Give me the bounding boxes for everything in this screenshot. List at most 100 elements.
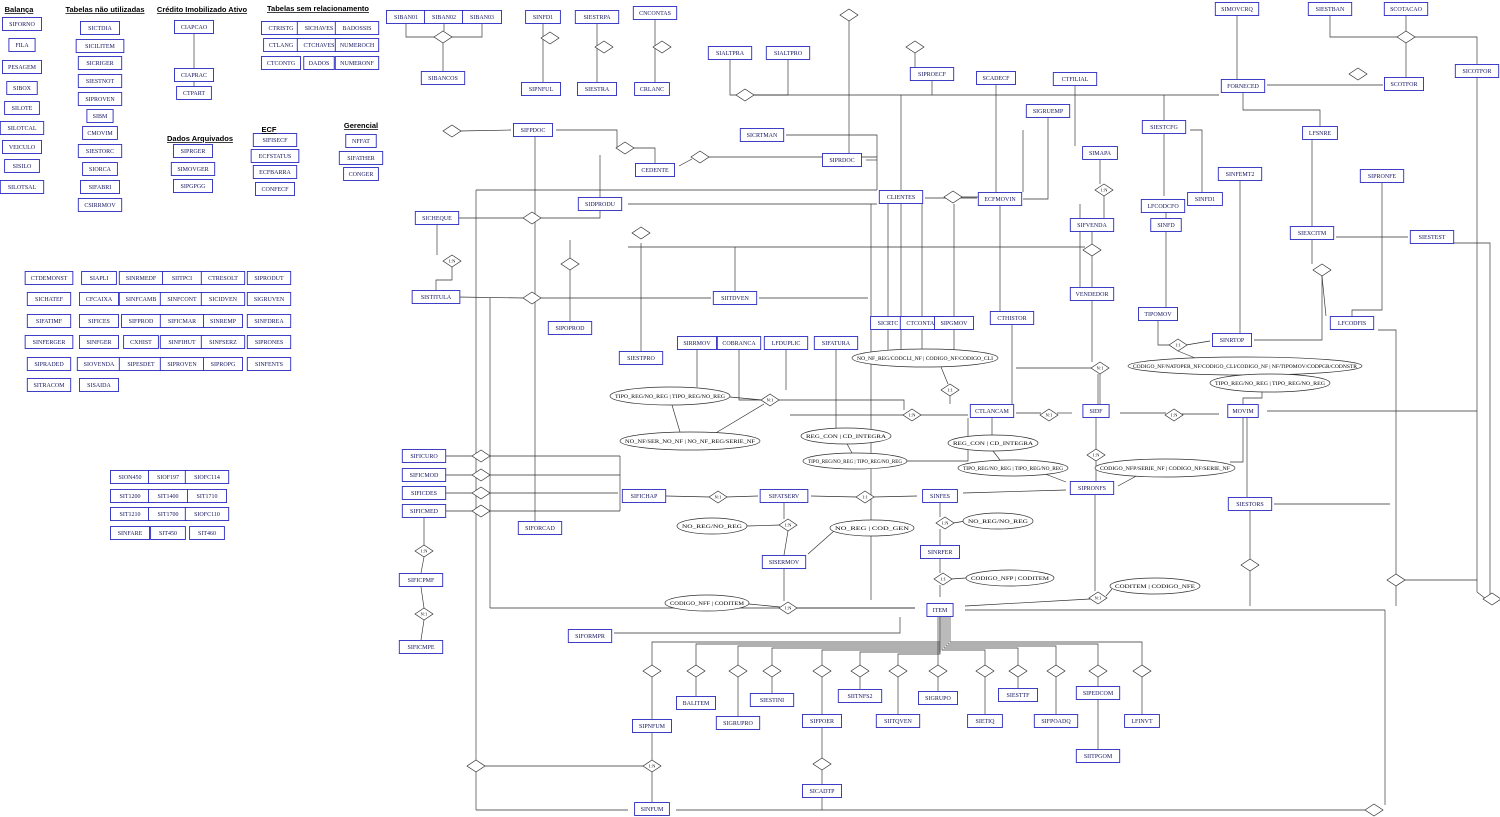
entity-label: SIITPCI [172,276,192,282]
entity-box [398,573,444,587]
entity-dados: DADOS [303,56,335,70]
entity-box [977,192,1023,206]
entity-sipgpgg: SIPGPGG [172,179,213,193]
entity-sinrtop: SINRTOP [1211,333,1252,347]
entity-sigruemp: SIGRUEMP [1025,104,1071,118]
entity-label: SINFD1 [533,15,553,21]
entity-sinfents: SINFENTS [246,357,292,371]
entity-siorca: SIORCA [82,162,118,176]
entity-label: LFCODFIS [1338,321,1366,327]
entity-label: SIESTCFG [1150,125,1178,131]
entity-sictdia: SICTDIA [79,21,120,35]
entity-label: SINFERGER [33,340,66,346]
entity-lfsnre: LFSNRE [1302,126,1338,140]
entity-box [1140,199,1186,213]
entity-sinrfer: SINRFER [920,545,961,559]
relationship-diamond [471,449,491,463]
relationship-diamond [686,664,706,678]
entity-sitracom: SITRACOM [26,378,72,392]
entity-box [547,321,593,335]
entity-box [1069,218,1115,232]
entity-label: SCADECF [982,76,1010,82]
entity-sialtpro: SIALTPRO [765,46,811,60]
entity-sificpmf: SIFICPMF [398,573,444,587]
entity-sibancos: SIBANCOS [420,71,466,85]
entity-label: SIPGMOV [940,321,968,327]
entity-box [967,714,1003,728]
entity-ctristg: CTRISTG [261,21,302,35]
entity-label: SICADTP [809,789,835,795]
entity-label: SIPROPG [211,362,236,368]
entity-siprones: SIPRONES [246,335,292,349]
relationship-edge [753,60,789,96]
attribute-label: REG_CON | CD_INTEGRA [953,442,1034,447]
entity-box [200,335,246,349]
relationship-edge [1329,15,1398,38]
entity-label: SIESTORS [1236,502,1264,508]
entity-box [123,335,159,349]
relationship-label: N:1 [1095,596,1103,601]
entity-box [676,696,717,710]
attribute-label: NO_NF_REG/CODCLI_NF | CODIGO_NF/CODIGO_C… [857,357,993,362]
entity-box [1124,714,1160,728]
entity-box [634,802,670,816]
relationship-label: 1:N [649,764,657,769]
entity-box [186,489,227,503]
entity-simovger: SIMOVGER [170,162,216,176]
entity-label: SIFICMPE [407,645,434,651]
relationship-edge [1378,329,1397,574]
entity-sificuro: SIFICURO [401,449,447,463]
entity-label: SIFISECF [262,138,288,144]
entity-box [343,167,379,181]
entity-label: SINFUM [641,807,664,813]
relationship-label: 1:1 [940,577,947,582]
attribute-ellipse [829,519,915,537]
entity-label: SIPOPROD [555,326,585,332]
entity-label: SIFICPMF [408,578,435,584]
entity-label: CMOVIM [87,131,113,137]
section-header: Crédito Imobilizado Ativo [157,5,248,14]
relationship-diamond [728,664,748,678]
entity-sinfcont: SINFCONT [159,292,205,306]
relationship-label: N:1 [421,612,429,617]
entity-sinfd: SINFD [1150,218,1182,232]
entity-sit460: SIT460 [189,526,225,540]
entity-box [1302,126,1338,140]
entity-label: TIPOMOV [1144,312,1172,318]
entity-label: SIFPDOC [521,128,546,134]
entity-box [77,92,123,106]
entity-label: SIORCA [89,167,112,173]
relationship-edge [1242,389,1263,404]
entity-sibox: SIBOX [6,81,38,95]
entity-box [77,144,123,158]
relationship-label: 1:N [785,523,793,528]
entity-box [401,449,447,463]
entity-label: SIFICURO [410,454,438,460]
relationship-edge [737,617,941,665]
relationship-diamond [1088,591,1108,605]
entity-box [254,182,295,196]
relationship-label: 1:1 [947,388,954,393]
entity-box [184,470,230,484]
entity-label: SINFES [930,494,950,500]
entity-siexcitm: SIEXCITM [1289,226,1335,240]
entity-label: SIPRDOC [829,158,854,164]
entity-box [172,179,213,193]
entity-label: SIPRONFE [1368,174,1397,180]
entity-label: SINRTOP [1220,338,1245,344]
relationship-label: 1:N [909,413,917,418]
relationship-edge [556,129,618,148]
relationship-diamond [850,664,870,678]
relationship-edge [949,617,1143,665]
entity-label: SIPGPGG [180,184,206,190]
entity-sifatura: SIFATURA [813,336,859,350]
relationship-edge [748,603,781,608]
entity-box [759,489,809,503]
entity-siestest: SIESTEST [1409,230,1455,244]
entity-box [513,123,554,137]
entity-conger: CONGER [343,167,379,181]
relationship-diamond [1039,408,1059,422]
entity-label: SIGRUPO [925,696,951,702]
entity-sipgmov: SIPGMOV [934,316,975,330]
